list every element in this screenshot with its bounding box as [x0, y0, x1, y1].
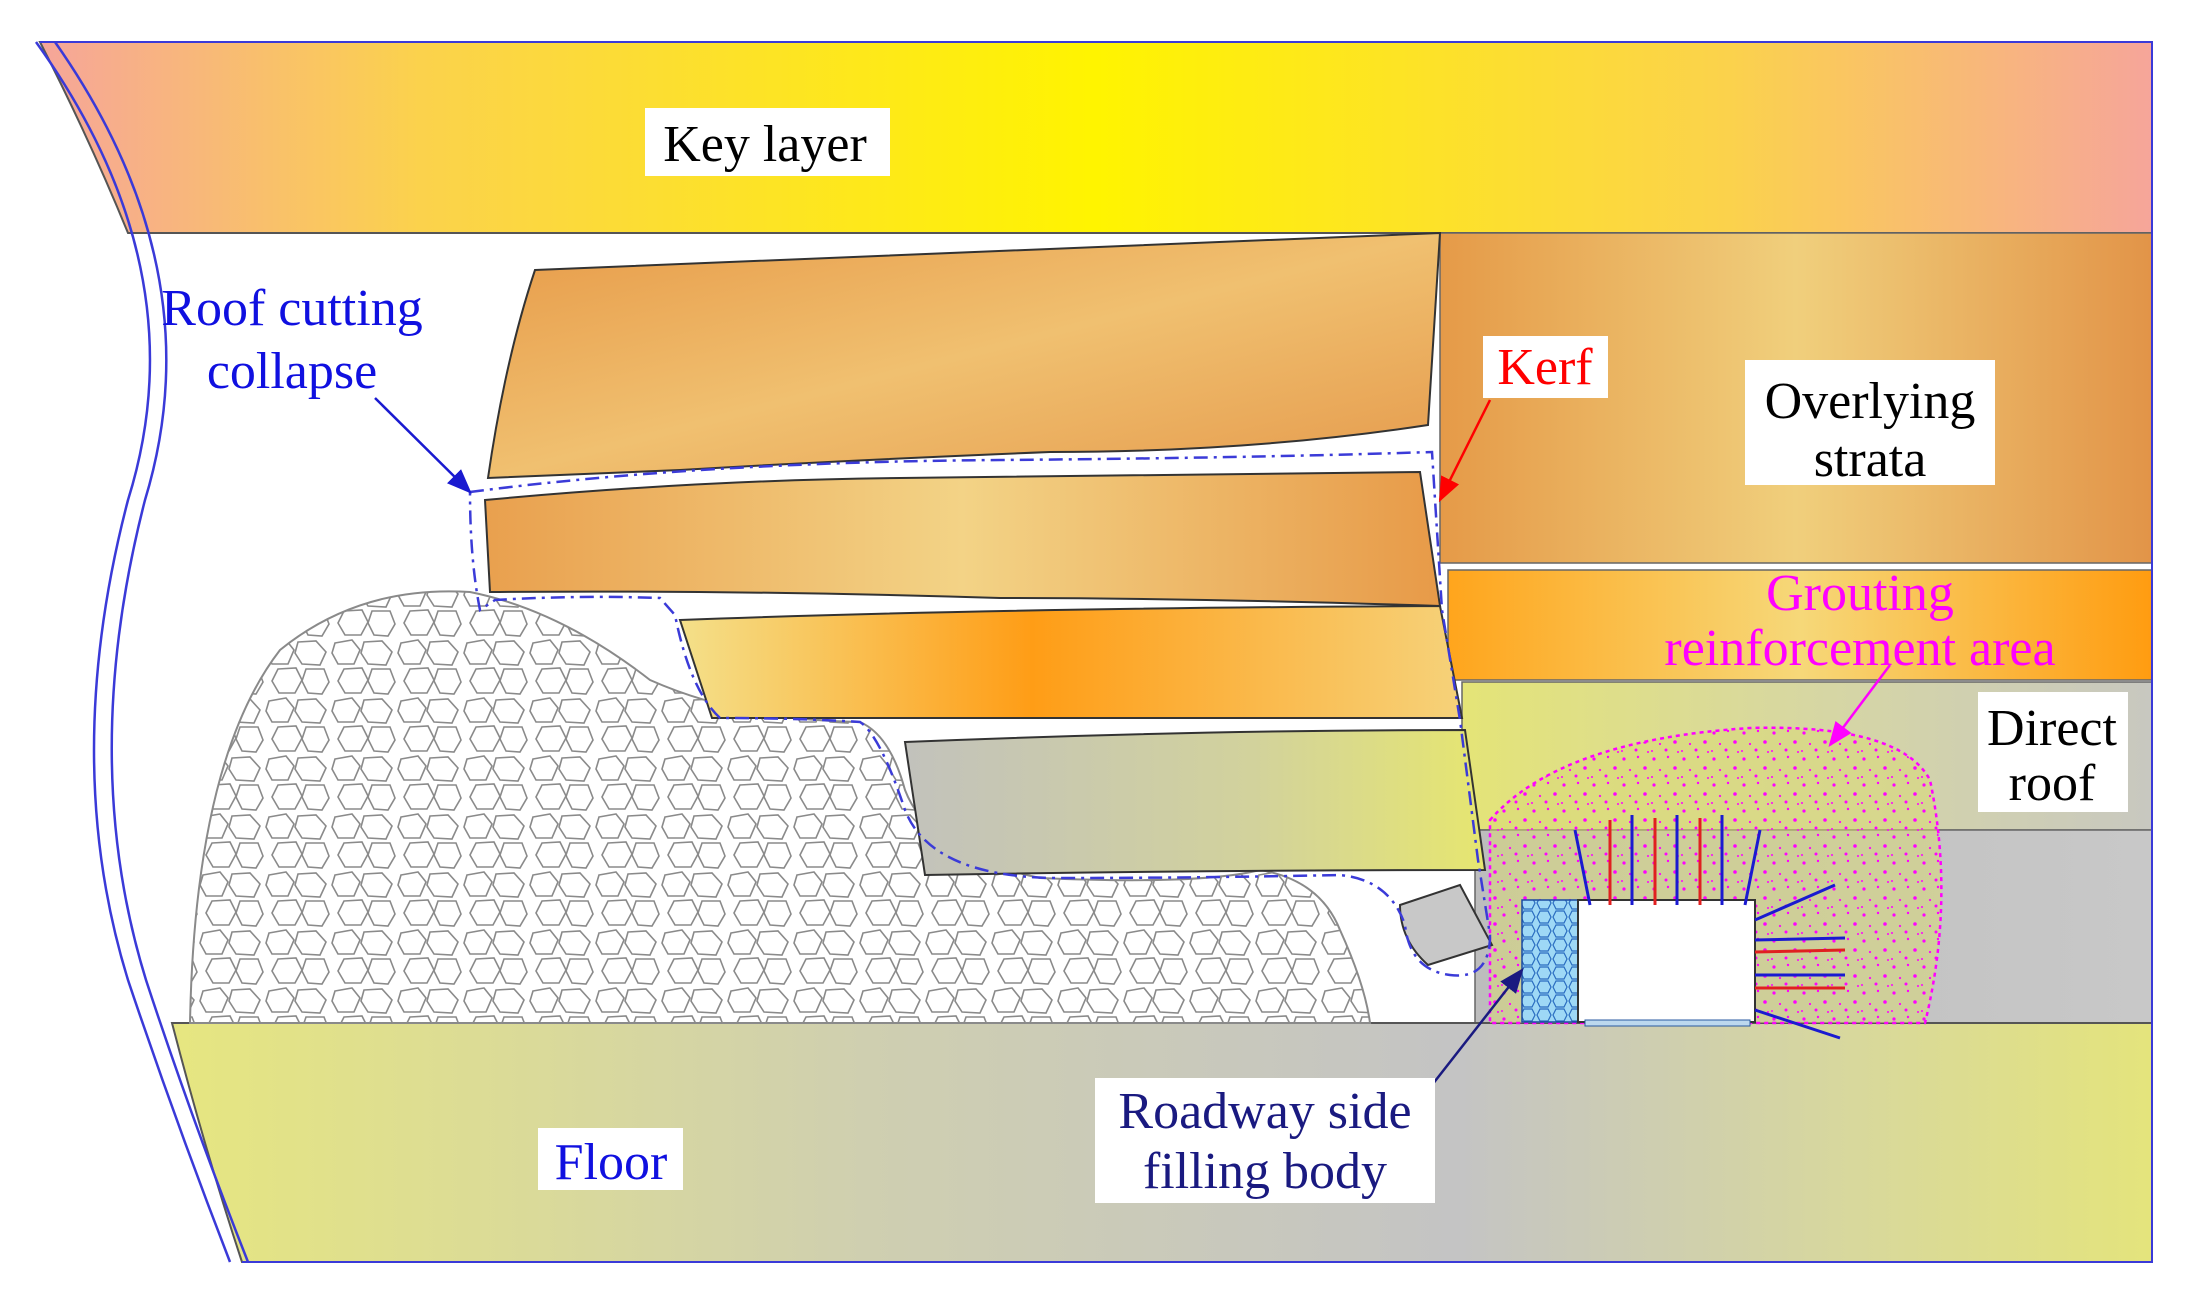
- diagram-border: [40, 41, 2153, 1263]
- rib-bolt: [1754, 1008, 1841, 1040]
- key-layer-band: [38, 41, 2153, 234]
- rib-bolts: [1754, 883, 1846, 1040]
- roof-bolts: [1573, 815, 1762, 906]
- roof-cutting-arrow: [374, 397, 472, 494]
- kerf-label: Kerf: [1497, 339, 1593, 396]
- roof-block-upper: [486, 231, 1442, 480]
- overlying-strata-label-line1: Overlying: [1765, 373, 1976, 430]
- roadway-arrow: [1431, 968, 1524, 1086]
- rib-bolt: [1754, 948, 1846, 954]
- floor-label: Floor: [555, 1134, 668, 1191]
- rib-bolt: [1754, 883, 1836, 922]
- roof-bolt: [1573, 829, 1592, 906]
- key-layer-label: Key layer: [663, 116, 867, 173]
- left-boundary-outer: [34, 41, 232, 1263]
- roof-cutting-label-line2: collapse: [207, 343, 377, 400]
- grouting-arrow: [1828, 664, 1891, 747]
- direct-roof-label-line1: Direct: [1987, 700, 2117, 757]
- kerf-arrow: [1438, 399, 1492, 503]
- roadway-label-line1: Roadway side: [1118, 1083, 1411, 1140]
- direct-roof-label-line2: roof: [2009, 755, 2096, 812]
- rib-bolt: [1754, 936, 1846, 942]
- roadway-opening: [1577, 899, 1756, 1023]
- roof-block-second: [483, 470, 1442, 608]
- overlying-strata-label-line2: strata: [1814, 431, 1927, 488]
- grouting-label-line1: Grouting: [1766, 565, 1954, 622]
- roadway-label-line2: filling body: [1143, 1143, 1387, 1200]
- left-boundary-inner: [53, 41, 250, 1263]
- roof-cutting-outline: [468, 450, 1492, 977]
- roadway-side-filling-body: [1521, 899, 1579, 1023]
- roof-block-third: [678, 604, 1464, 719]
- orange-stratum-band: [1447, 569, 2153, 681]
- roof-bolt: [1743, 829, 1762, 906]
- roof-cutting-label-line1: Roof cutting: [161, 280, 422, 337]
- roof-block-fourth: [903, 728, 1487, 877]
- grouting-label-line2: reinforcement area: [1664, 620, 2055, 677]
